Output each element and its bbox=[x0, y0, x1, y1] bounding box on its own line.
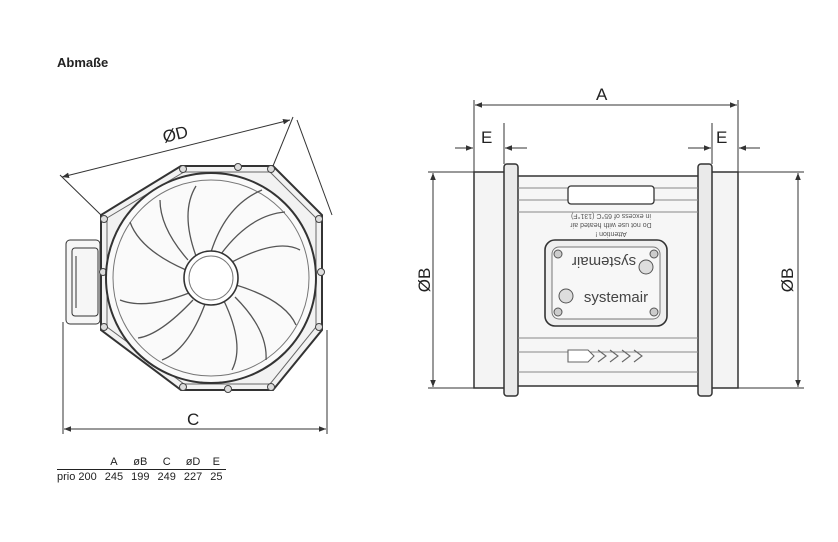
dimensions-table: A øB C øD E prio 200 245 199 249 227 25 bbox=[57, 455, 227, 484]
dimension-D bbox=[59, 116, 333, 216]
brand-mirrored: systemair bbox=[572, 253, 636, 270]
table-header: A bbox=[110, 456, 118, 468]
label-E-left: E bbox=[481, 128, 492, 147]
label-B-left: ØB bbox=[415, 268, 434, 293]
table-cell: 25 bbox=[206, 469, 227, 484]
impeller-hub bbox=[183, 250, 239, 306]
table-header bbox=[57, 455, 101, 470]
flange-left bbox=[503, 163, 519, 397]
table-cell: 199 bbox=[127, 469, 154, 484]
spigot-right bbox=[709, 171, 739, 389]
dimension-A bbox=[473, 100, 739, 172]
table-header-row: A øB C øD E bbox=[57, 455, 226, 470]
logo-mark-mirrored bbox=[638, 259, 654, 275]
dimension-E-left bbox=[455, 123, 527, 164]
brand-logo-text: systemair bbox=[584, 289, 648, 306]
svg-text:Attention !: Attention ! bbox=[595, 230, 627, 237]
table-row: prio 200 245 199 249 227 25 bbox=[57, 469, 227, 484]
spigot-left bbox=[473, 171, 507, 389]
front-view bbox=[65, 163, 325, 393]
airflow-arrows bbox=[567, 349, 643, 363]
dimension-E-right bbox=[688, 123, 760, 164]
table-cell: 227 bbox=[179, 469, 207, 484]
table-cell: 249 bbox=[153, 469, 180, 484]
side-view bbox=[473, 163, 739, 397]
label-B-right: ØB bbox=[778, 268, 797, 293]
flange-right bbox=[697, 163, 713, 397]
table-header: E bbox=[212, 456, 220, 468]
table-header: øD bbox=[185, 456, 201, 468]
svg-text:in excess of 65°C (131°F): in excess of 65°C (131°F) bbox=[571, 212, 651, 220]
table-header: øB bbox=[133, 456, 148, 468]
dimension-B-right bbox=[738, 171, 804, 389]
section-heading: Abmaße bbox=[57, 55, 109, 70]
impeller-blades bbox=[119, 185, 301, 371]
table-cell-model: prio 200 bbox=[57, 469, 101, 484]
svg-text:Do not use with heated air: Do not use with heated air bbox=[570, 221, 652, 228]
label-D: ØD bbox=[161, 122, 190, 147]
logo-mark bbox=[558, 288, 574, 304]
label-slot bbox=[567, 185, 655, 205]
dimension-C bbox=[62, 322, 328, 434]
label-A: A bbox=[596, 85, 608, 104]
table-header: C bbox=[162, 456, 171, 468]
dimension-B-left bbox=[428, 171, 474, 389]
table-cell: 245 bbox=[100, 469, 128, 484]
junction-box bbox=[65, 239, 101, 325]
label-C: C bbox=[187, 410, 199, 429]
label-E-right: E bbox=[716, 128, 727, 147]
warning-text: Attention ! Do not use with heated air i… bbox=[570, 212, 652, 237]
